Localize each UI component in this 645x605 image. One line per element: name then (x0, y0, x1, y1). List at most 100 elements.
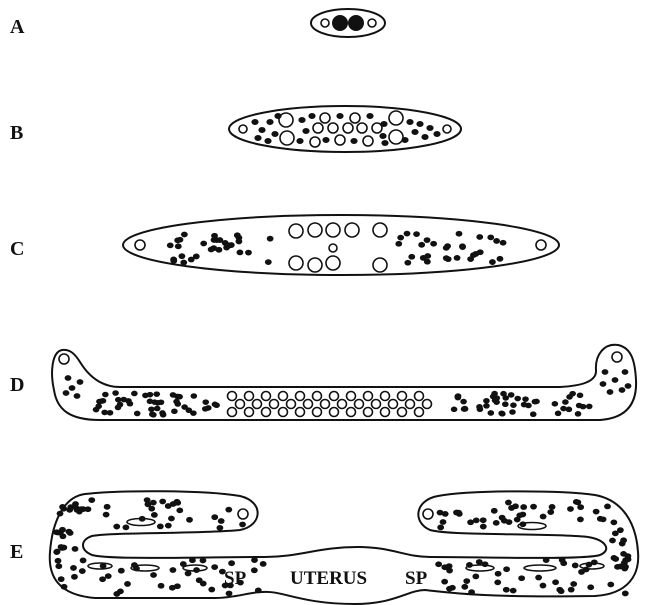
stage-label-e: E (10, 541, 23, 563)
open-cell (296, 392, 305, 401)
filled-cell (514, 517, 521, 523)
filled-cell (508, 392, 515, 398)
filled-cell (171, 408, 178, 414)
filled-cell (495, 571, 502, 577)
filled-cell (167, 242, 174, 248)
open-cell (364, 392, 373, 401)
stage-label-a: A (10, 16, 25, 38)
filled-cell (144, 497, 151, 503)
filled-cell (493, 238, 500, 244)
open-cell (389, 111, 403, 125)
filled-cell (467, 256, 474, 262)
open-cell (308, 223, 322, 237)
stage-d-figure (52, 345, 636, 420)
open-cell (59, 354, 69, 364)
open-cell (347, 408, 356, 417)
filled-cell (442, 511, 449, 517)
filled-cell (104, 504, 111, 510)
filled-cell (446, 563, 453, 569)
open-cell (304, 400, 313, 409)
filled-cell (350, 138, 357, 144)
filled-cell (493, 520, 500, 526)
filled-cell (348, 15, 364, 31)
filled-cell (76, 509, 83, 515)
filled-cell (96, 399, 103, 405)
open-cell (329, 244, 337, 252)
filled-cell (591, 559, 598, 565)
filled-cell (202, 399, 209, 405)
filled-cell (55, 558, 62, 564)
filled-cell (200, 241, 207, 247)
filled-cell (480, 524, 487, 530)
filled-cell (420, 255, 427, 261)
open-cell (228, 392, 237, 401)
filled-cell (308, 113, 315, 119)
filled-cell (461, 584, 468, 590)
filled-cell (622, 369, 629, 375)
open-cell (326, 223, 340, 237)
open-cell (289, 256, 303, 270)
open-cell (347, 392, 356, 401)
open-cell (368, 19, 376, 27)
open-cell (357, 123, 367, 133)
filled-cell (236, 239, 243, 245)
filled-cell (254, 135, 261, 141)
filled-cell (505, 500, 512, 506)
filled-cell (472, 574, 479, 580)
filled-cell (395, 241, 402, 247)
filled-cell (552, 401, 559, 407)
filled-cell (177, 237, 184, 243)
filled-cell (131, 562, 138, 568)
open-cell (415, 392, 424, 401)
filled-cell (69, 385, 76, 391)
filled-cell (139, 516, 146, 522)
filled-cell (508, 505, 515, 511)
filled-cell (168, 516, 175, 522)
filled-cell (381, 140, 388, 146)
open-cell (253, 400, 262, 409)
open-cell (363, 136, 373, 146)
filled-cell (547, 509, 554, 515)
open-cell (350, 113, 360, 123)
filled-cell (154, 406, 161, 412)
filled-cell (483, 398, 490, 404)
filled-cell (228, 560, 235, 566)
open-cell (238, 509, 248, 519)
filled-cell (103, 512, 110, 518)
filled-cell (66, 529, 73, 535)
filled-cell (607, 389, 614, 395)
filled-cell (165, 523, 172, 529)
filled-cell (170, 567, 177, 573)
filled-cell (497, 256, 504, 262)
open-cell (279, 392, 288, 401)
filled-cell (397, 235, 404, 241)
filled-cell (575, 411, 582, 417)
open-cell (310, 137, 320, 147)
filled-cell (267, 236, 274, 242)
filled-cell (411, 129, 418, 135)
filled-cell (366, 113, 373, 119)
filled-cell (274, 113, 281, 119)
filled-cell (151, 512, 158, 518)
filled-cell (112, 390, 119, 396)
open-cell (443, 125, 451, 133)
lumen-slit (524, 565, 556, 571)
filled-cell (77, 379, 84, 385)
stage-label-b: B (10, 122, 23, 144)
open-cell (245, 408, 254, 417)
filled-cell (160, 412, 167, 418)
filled-cell (535, 575, 542, 581)
filled-cell (572, 563, 579, 569)
filled-cell (202, 406, 209, 412)
filled-cell (577, 517, 584, 523)
filled-cell (63, 390, 70, 396)
open-cell (321, 400, 330, 409)
open-cell (262, 392, 271, 401)
filled-cell (612, 530, 619, 536)
filled-cell (467, 519, 474, 525)
filled-cell (211, 564, 218, 570)
filled-cell (600, 381, 607, 387)
filled-cell (468, 589, 475, 595)
filled-cell (421, 134, 428, 140)
